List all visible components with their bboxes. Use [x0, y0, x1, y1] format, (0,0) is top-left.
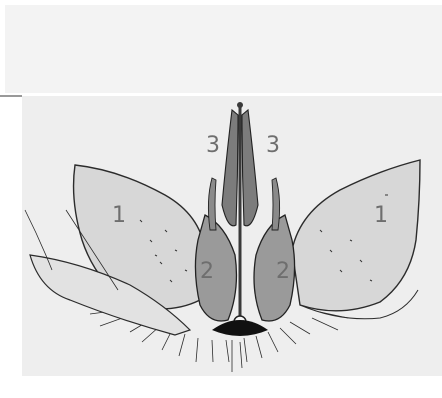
label-middle-right: 2 — [276, 259, 290, 284]
label-outer-left: 1 — [112, 203, 126, 228]
label-outer-right: 1 — [374, 203, 388, 228]
top-panel — [5, 5, 442, 93]
label-middle-left: 2 — [200, 259, 214, 284]
label-inner-right: 3 — [266, 133, 280, 158]
label-inner-left: 3 — [206, 133, 220, 158]
